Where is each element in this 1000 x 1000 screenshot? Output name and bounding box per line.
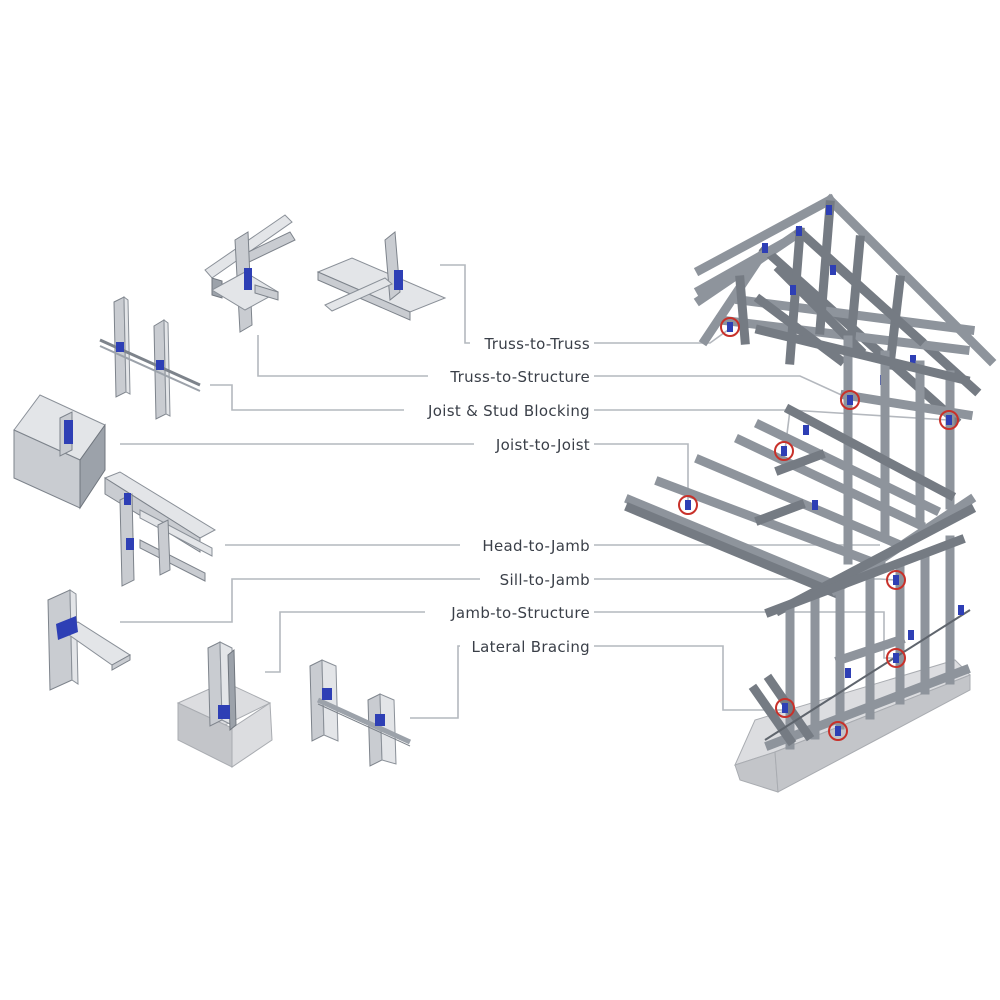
callout-stud-blocking <box>939 410 959 430</box>
detail-jamb-to-structure <box>176 641 273 768</box>
upper-wall <box>754 324 974 565</box>
clip-jamb-structure <box>218 705 230 719</box>
leader-sill-to-jamb-frame <box>594 578 896 581</box>
detail-head-to-jamb <box>103 471 217 587</box>
label-truss-to-structure: Truss-to-Structure <box>449 368 590 386</box>
label-truss-to-truss: Truss-to-Truss <box>483 335 590 353</box>
leader-blocking-detail <box>210 384 404 411</box>
clip-joist-joist <box>64 420 73 444</box>
leader-sill-to-jamb-detail <box>120 578 480 623</box>
leader-truss-to-structure-detail <box>257 335 428 377</box>
clip-head-jamb-1 <box>124 493 131 505</box>
label-head-to-jamb: Head-to-Jamb <box>482 537 590 555</box>
leader-truss-to-truss-frame <box>594 329 729 344</box>
leader-joist-to-joist-frame <box>594 443 689 500</box>
leader-jamb-to-structure-frame <box>594 611 895 659</box>
detail-lateral-bracing <box>309 659 412 767</box>
leader-lateral-bracing-frame <box>594 645 782 711</box>
leader-truss-to-truss-detail <box>440 264 470 344</box>
callout-base-connection <box>828 721 848 741</box>
callout-truss-to-structure <box>840 390 860 410</box>
callout-sill-to-jamb <box>886 570 906 590</box>
leader-jamb-to-structure-detail <box>265 611 425 673</box>
callout-circles <box>678 317 959 741</box>
clip-bracing-2 <box>375 714 385 726</box>
detail-sill-to-jamb <box>47 589 131 691</box>
label-lateral-bracing: Lateral Bracing <box>471 638 590 656</box>
detail-joist-stud-blocking <box>99 295 201 420</box>
clip-blocking-1 <box>116 342 124 352</box>
clip-head-jamb-2 <box>126 538 134 550</box>
detail-joist-to-joist <box>13 394 106 510</box>
label-joist-to-joist: Joist-to-Joist <box>495 436 590 454</box>
leader-lateral-bracing-detail <box>410 645 460 719</box>
roof-trusses <box>693 193 997 427</box>
callout-truss-to-truss <box>720 317 740 337</box>
callout-lateral-bracing <box>775 698 795 718</box>
label-jamb-to-structure: Jamb-to-Structure <box>450 604 590 622</box>
clip-truss-truss <box>394 270 403 290</box>
clip-truss-structure <box>244 268 252 290</box>
callout-joist-to-joist <box>678 495 698 515</box>
clip-blocking-2 <box>156 360 164 370</box>
leader-truss-to-structure-frame <box>594 375 849 399</box>
callout-joist-blocking <box>774 441 794 461</box>
lower-wall <box>748 534 971 751</box>
clip-sill-jamb <box>56 616 78 640</box>
label-sill-to-jamb: Sill-to-Jamb <box>500 571 590 589</box>
callout-jamb-to-structure <box>886 648 906 668</box>
building-frame <box>624 193 997 793</box>
detail-truss-to-truss <box>316 231 447 321</box>
clip-bracing-1 <box>322 688 332 700</box>
callout-labels: Truss-to-Truss Truss-to-Structure Joist … <box>427 335 590 656</box>
detail-truss-to-structure <box>204 214 296 333</box>
label-joist-stud-blocking: Joist & Stud Blocking <box>427 402 590 420</box>
